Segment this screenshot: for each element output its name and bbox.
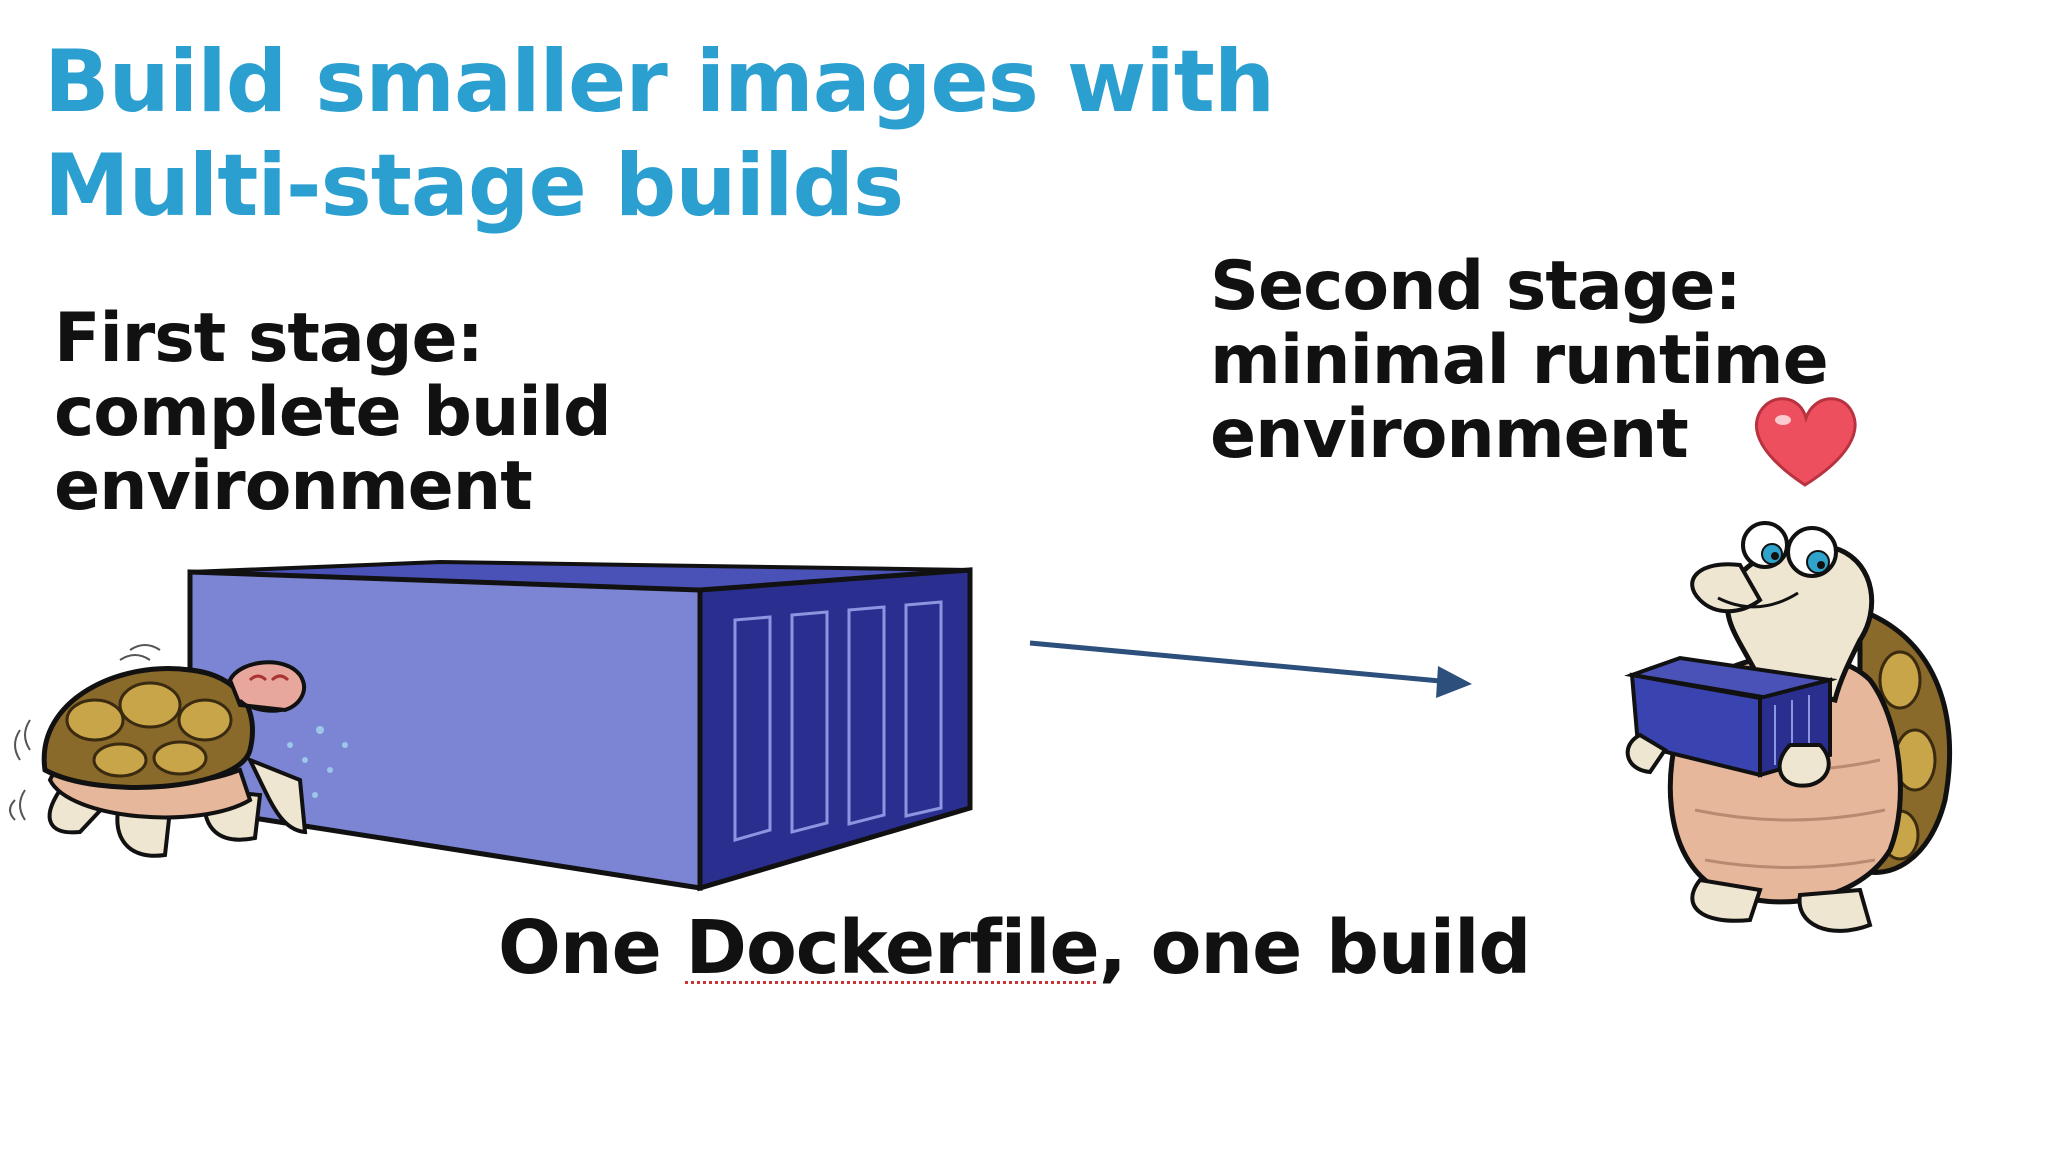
turtle-pushing-container xyxy=(9,644,348,858)
first-stage-line-2: complete build xyxy=(54,373,612,452)
title-line-1: Build smaller images with xyxy=(44,32,1275,132)
second-stage-label: Second stage: minimal runtime environmen… xyxy=(1210,247,1829,474)
second-stage-line-2: minimal runtime xyxy=(1210,321,1829,400)
first-stage-label: First stage: complete build environment xyxy=(54,299,612,526)
caption-dockerfile: Dockerfile xyxy=(685,905,1100,991)
turtle-holding-container xyxy=(1624,521,1953,933)
caption: One Dockerfile, one build xyxy=(498,905,1532,991)
title-line-2: Multi-stage builds xyxy=(44,136,904,236)
slide-title: Build smaller images with Multi-stage bu… xyxy=(44,30,1275,238)
caption-part-3: , one build xyxy=(1098,905,1532,991)
second-stage-line-1: Second stage: xyxy=(1210,247,1742,326)
arrow-right xyxy=(1029,640,1472,698)
container-door-ribs xyxy=(733,600,943,842)
caption-part-1: One xyxy=(498,905,686,991)
shipping-container-large xyxy=(187,559,973,892)
second-stage-line-3: environment xyxy=(1210,395,1689,474)
heart-icon xyxy=(1755,397,1857,487)
first-stage-line-1: First stage: xyxy=(54,299,484,378)
first-stage-line-3: environment xyxy=(54,447,533,526)
